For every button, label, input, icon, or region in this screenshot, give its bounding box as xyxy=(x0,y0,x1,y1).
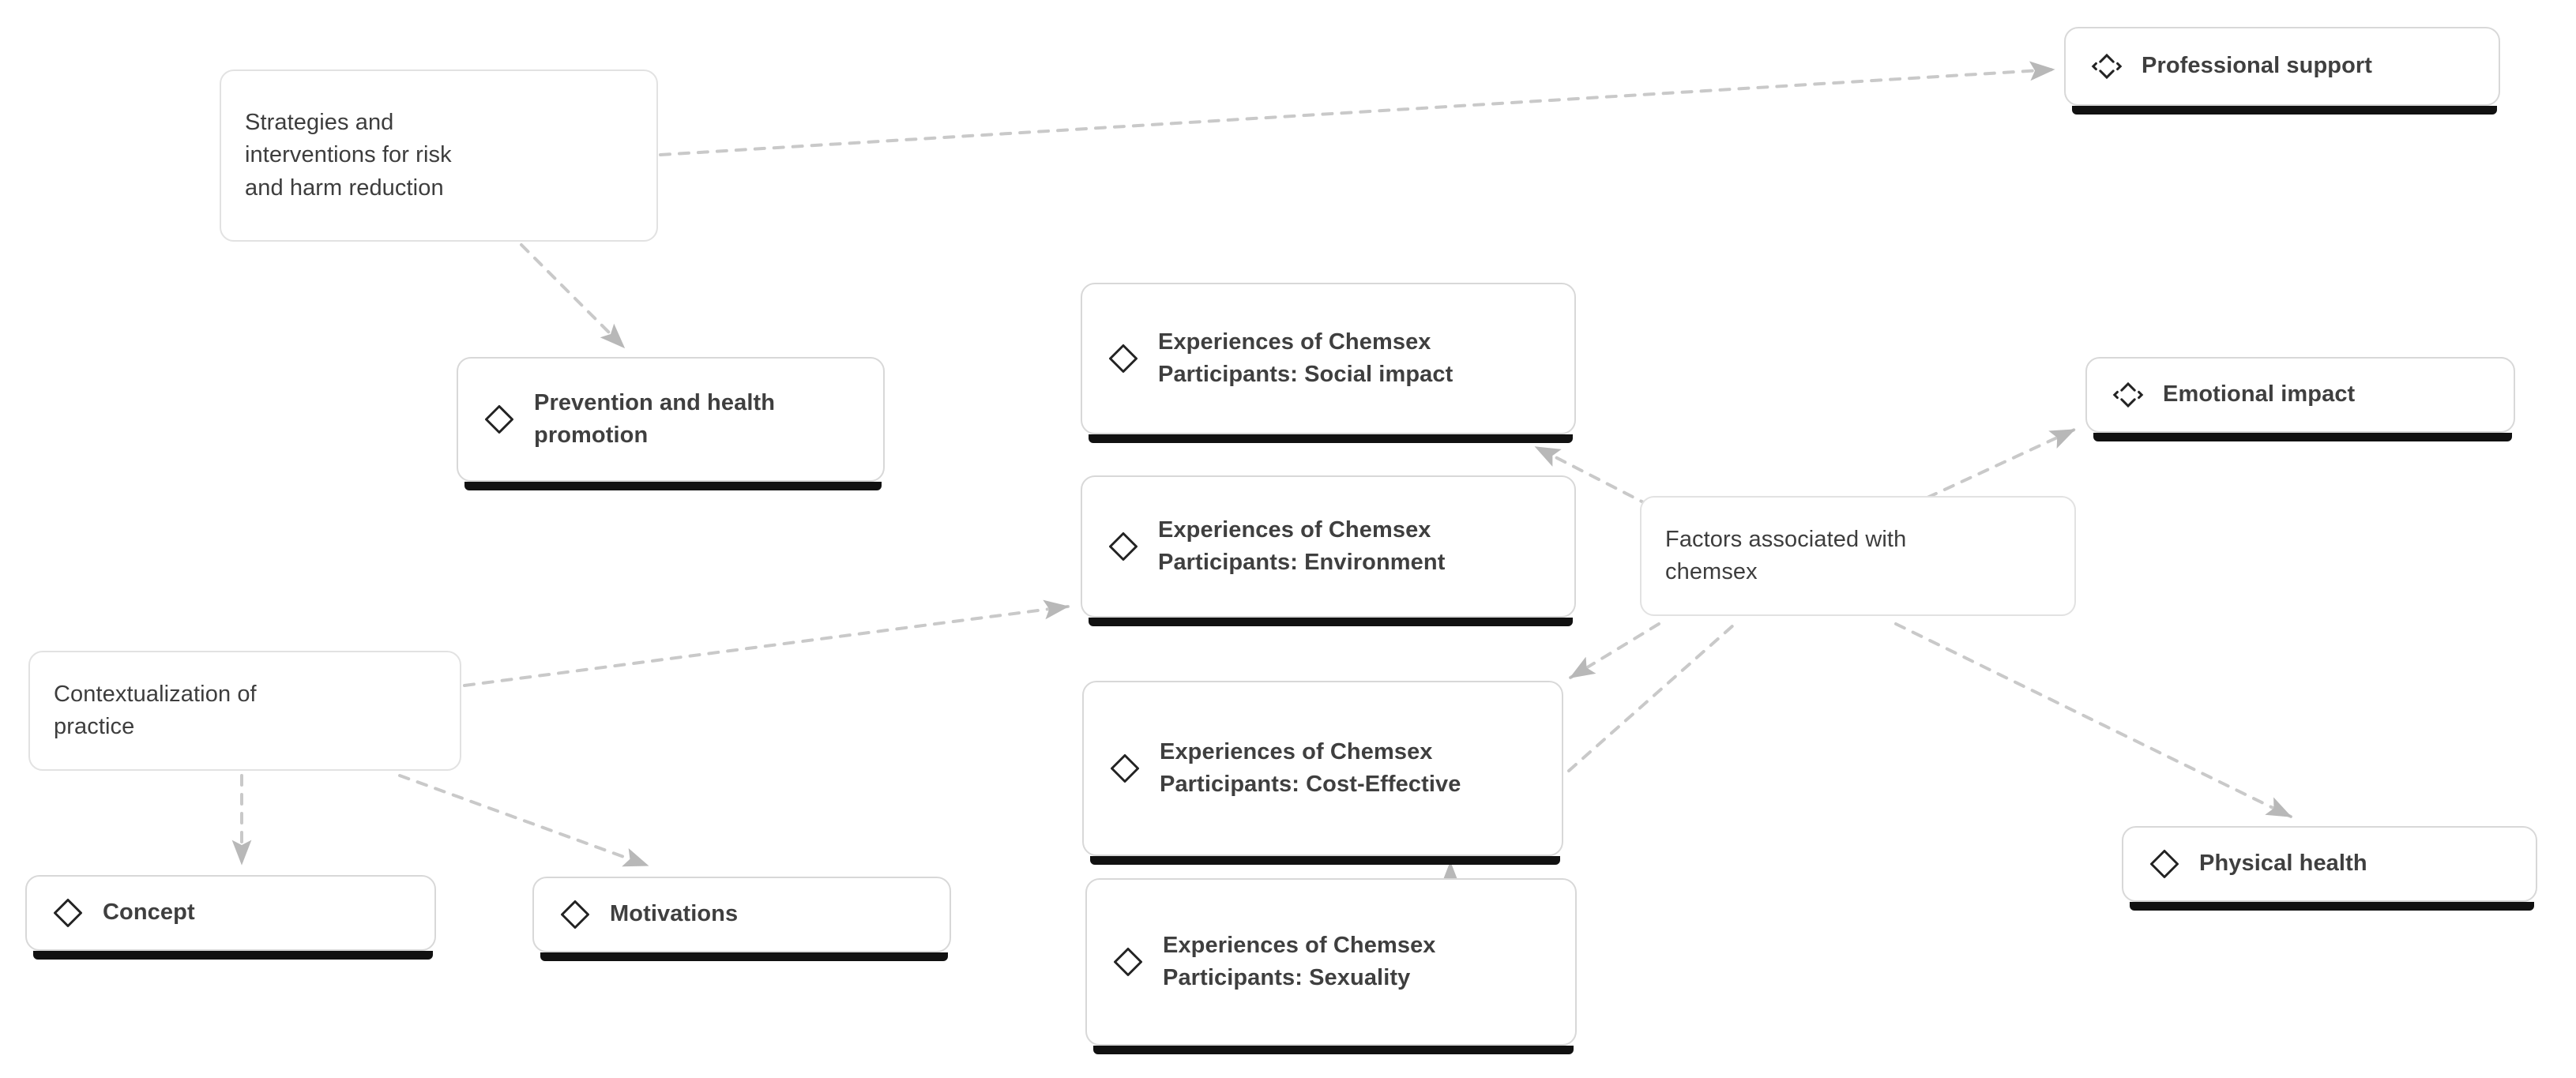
diamond-icon xyxy=(482,402,517,437)
node-cost-effective[interactable]: Experiences of Chemsex Participants: Cos… xyxy=(1082,681,1563,865)
node-prevention[interactable]: Prevention and health promotion xyxy=(457,357,885,490)
node-label: Experiences of Chemsex Participants: Cos… xyxy=(1160,738,1461,797)
node-label: Strategies and interventions for risk an… xyxy=(245,110,452,201)
node-label: Experiences of Chemsex Participants: Sex… xyxy=(1163,932,1436,990)
node-sexuality[interactable]: Experiences of Chemsex Participants: Sex… xyxy=(1085,878,1577,1054)
edge-factors-to-emotional-impact xyxy=(1926,428,2076,499)
node-label: Contextualization of practice xyxy=(54,681,257,739)
node-professional-support[interactable]: Professional support xyxy=(2064,27,2500,115)
diamond-icon xyxy=(51,896,85,930)
diamond-icon xyxy=(1107,751,1142,786)
node-emotional-impact[interactable]: Emotional impact xyxy=(2085,357,2515,441)
edge-strategies-to-prevention xyxy=(520,243,626,349)
diamond-icon xyxy=(1106,341,1141,376)
node-physical-health[interactable]: Physical health xyxy=(2122,826,2537,911)
node-label: Factors associated with chemsex xyxy=(1665,526,1907,584)
node-motivations[interactable]: Motivations xyxy=(532,877,951,961)
diamond-icon xyxy=(1111,945,1145,979)
node-social-impact[interactable]: Experiences of Chemsex Participants: Soc… xyxy=(1081,283,1576,443)
edge-contextualization-to-environment xyxy=(463,599,1070,687)
node-label: Prevention and health promotion xyxy=(534,389,776,448)
node-label: Experiences of Chemsex Participants: Soc… xyxy=(1158,329,1453,387)
edge-cost-effective-to-factors xyxy=(1567,624,1735,772)
edge-factors-to-cost-effective xyxy=(1569,622,1660,679)
node-label: Physical health xyxy=(2199,851,2367,877)
node-concept[interactable]: Concept xyxy=(25,875,436,960)
edge-strategies-to-professional-support xyxy=(659,61,2055,156)
dashed-diamond-icon xyxy=(2111,377,2145,412)
node-factors[interactable]: Factors associated with chemsex xyxy=(1640,496,2076,616)
diamond-icon xyxy=(1106,529,1141,564)
node-label: Motivations xyxy=(610,901,739,927)
edge-factors-to-physical-health xyxy=(1894,622,2292,818)
edge-contextualization-to-motivations xyxy=(398,774,649,867)
node-environment[interactable]: Experiences of Chemsex Participants: Env… xyxy=(1081,475,1576,626)
node-contextualization[interactable]: Contextualization of practice xyxy=(28,651,461,771)
node-label: Emotional impact xyxy=(2163,381,2356,408)
node-strategies[interactable]: Strategies and interventions for risk an… xyxy=(220,69,658,242)
node-label: Experiences of Chemsex Participants: Env… xyxy=(1158,516,1446,575)
dashed-diamond-icon xyxy=(2089,49,2124,84)
node-label: Professional support xyxy=(2142,53,2373,79)
node-label: Concept xyxy=(103,900,195,926)
diamond-icon xyxy=(558,897,592,932)
diamond-icon xyxy=(2147,847,2182,881)
